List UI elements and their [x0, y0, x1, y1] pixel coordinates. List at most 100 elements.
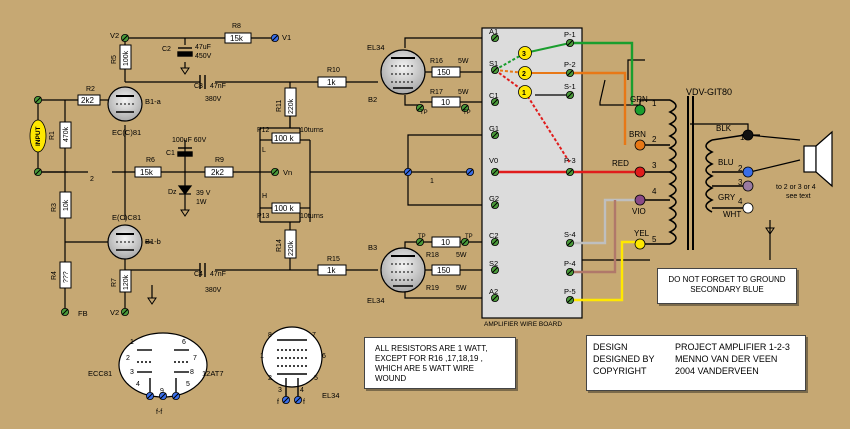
- r18-watt: 5W: [456, 252, 467, 259]
- r17-value: 10: [441, 98, 450, 107]
- zener-symbol: [177, 185, 193, 195]
- primary-red-label: RED: [612, 159, 629, 168]
- secondary-blk-num: 1: [740, 133, 745, 142]
- r14-value: 220k: [288, 240, 295, 256]
- secondary-gry-label: GRY: [718, 193, 736, 202]
- r8-name: R8: [232, 23, 241, 30]
- r2-name: R2: [86, 86, 95, 93]
- tube-b3: [380, 247, 426, 293]
- r9-name: R9: [215, 157, 224, 164]
- c1-value: 100uF 60V: [172, 137, 207, 144]
- ecc81-pin-8: 8: [190, 369, 194, 376]
- tp-label-1: TP: [420, 110, 428, 116]
- zener-value: 39 V: [196, 190, 211, 197]
- speaker-note-2: see text: [786, 193, 811, 200]
- secondary-blu-num: 2: [738, 164, 743, 173]
- b3-type: EL34: [367, 296, 385, 305]
- r2-body: [77, 94, 101, 106]
- pin-a1: A1: [489, 27, 498, 36]
- r1-value: 470k: [63, 126, 70, 142]
- p13-value: 100 k: [274, 204, 295, 213]
- ecc81-pin-9: 9: [160, 388, 164, 395]
- p13-body: [271, 202, 301, 214]
- r11-value: 220k: [288, 98, 295, 114]
- primary-brn-label: BRN: [629, 130, 646, 139]
- p13-name: P13: [257, 213, 270, 220]
- r15-name: R15: [327, 256, 340, 263]
- zener-name: Dz: [168, 189, 177, 196]
- r16-watt: 5W: [458, 58, 469, 65]
- v0-number: 1: [430, 178, 434, 185]
- el34-pin-5: 5: [314, 375, 318, 382]
- r14-body: [284, 229, 297, 259]
- c4-name: C4: [194, 271, 203, 278]
- designed-by-label: DESIGNED BY: [593, 354, 655, 364]
- secondary-gry-num: 3: [738, 178, 743, 187]
- r4-name: R4: [51, 271, 58, 280]
- ecc81-label: ECC81: [88, 369, 112, 378]
- tp-label-4: TP: [465, 234, 473, 240]
- r18-body: [431, 236, 461, 248]
- resistor-note-line2: EXCEPT FOR R16 ,17,18,19 ,: [375, 354, 483, 363]
- input-number: 2: [90, 176, 94, 183]
- l-label: L: [262, 147, 266, 154]
- pin-c1: C1: [489, 91, 499, 100]
- el34-pin-6: 6: [322, 353, 326, 360]
- ecc81-pin-5: 5: [186, 381, 190, 388]
- el34-pin-8: 8: [268, 332, 272, 339]
- r5-name: R5: [111, 55, 118, 64]
- secondary-blu-label: BLU: [718, 158, 734, 167]
- zener-watt: 1W: [196, 199, 207, 206]
- fb-label: FB: [78, 309, 88, 318]
- input-label: INPUT: [35, 126, 42, 146]
- b1b-name: B1-b: [145, 237, 161, 246]
- el34-pin-1: 1: [260, 353, 264, 360]
- pin-v0: V0: [489, 156, 498, 165]
- r17-name: R17: [430, 89, 443, 96]
- r11-name: R11: [276, 100, 283, 112]
- primary-yel-num: 5: [652, 235, 657, 244]
- r4-body: [59, 261, 72, 289]
- primary-brn-num: 2: [652, 135, 657, 144]
- r7-name: R7: [111, 278, 118, 287]
- selector-3: 3: [522, 51, 526, 58]
- ground-note: DO NOT FORGET TO GROUND SECONDARY BLUE: [657, 268, 797, 304]
- r9-body: [204, 166, 234, 178]
- pin-s1: S1: [489, 59, 498, 68]
- c1-name: C1: [166, 150, 175, 157]
- el34-pinout: [261, 326, 323, 405]
- c2-voltage: 450V: [195, 53, 212, 60]
- pin-g1: G1: [489, 124, 499, 133]
- speaker-note-1: to 2 or 3 or 4: [776, 184, 816, 191]
- pin-p4: P-4: [564, 259, 576, 268]
- r15-body: [317, 264, 347, 276]
- primary-vio-label: VIO: [632, 207, 646, 216]
- r19-name: R19: [426, 285, 439, 292]
- pin-s2: S2: [489, 259, 498, 268]
- c4-value: 47nF: [210, 271, 226, 278]
- secondary-wht-label: WHT: [723, 210, 741, 219]
- r6-body: [134, 166, 162, 178]
- b2-type: EL34: [367, 43, 385, 52]
- tube-b1a: [107, 86, 143, 122]
- r7-body: [119, 269, 132, 293]
- design-value: PROJECT AMPLIFIER 1-2-3: [675, 342, 790, 352]
- primary-grn-num: 1: [652, 99, 657, 108]
- pin-p1: P-1: [564, 30, 576, 39]
- pin-p3: P-3: [564, 156, 576, 165]
- alt-label: 12AT7: [202, 369, 224, 378]
- r11-body: [284, 87, 297, 117]
- r8-body: [224, 32, 252, 44]
- transformer-tap-dots: [634, 104, 754, 250]
- p12-name: P12: [257, 127, 270, 134]
- b1a-name: B1-a: [145, 97, 162, 106]
- pin-s4: S-4: [564, 230, 576, 239]
- vn-label: Vn: [283, 168, 292, 177]
- ecc81-pin-7: 7: [193, 355, 197, 362]
- r8-value: 15k: [230, 34, 244, 43]
- secondary-wht-num: 4: [738, 197, 743, 206]
- board-title: AMPLIFIER WIRE BOARD: [484, 321, 562, 328]
- r1-body: [59, 121, 72, 149]
